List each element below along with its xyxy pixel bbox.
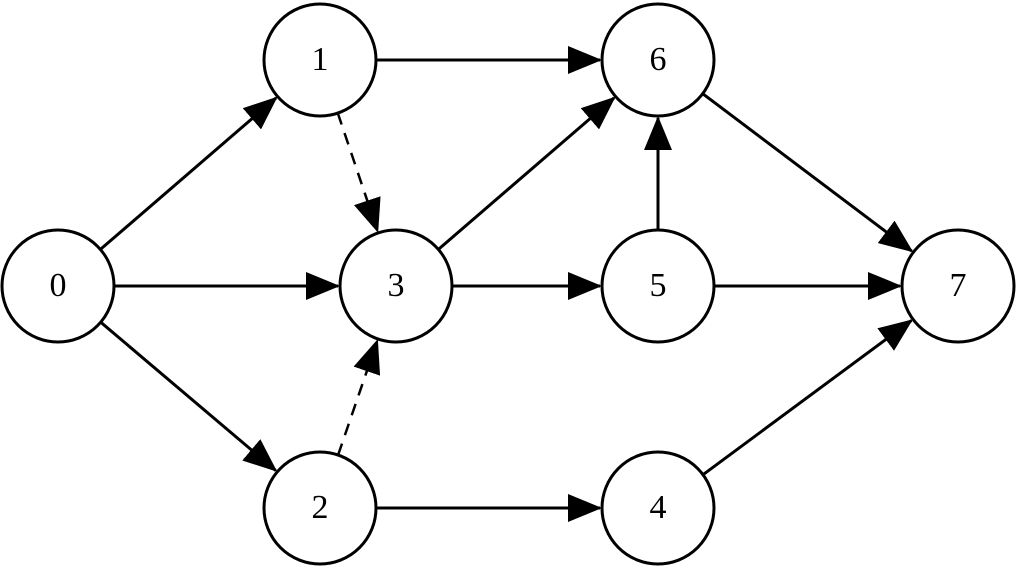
node-7: 7 [900, 228, 1016, 344]
node-circle-6 [600, 2, 716, 118]
node-circle-4 [600, 450, 716, 566]
node-4: 4 [600, 450, 716, 566]
node-label-7: 7 [950, 267, 967, 304]
node-3: 3 [338, 228, 454, 344]
edge-1-to-3 [336, 112, 381, 233]
node-1: 1 [262, 2, 378, 118]
node-circle-2 [262, 450, 378, 566]
node-label-3: 3 [388, 267, 405, 304]
node-label-4: 4 [650, 489, 667, 526]
edge-2-to-3 [336, 339, 381, 456]
node-6: 6 [600, 2, 716, 118]
node-0: 0 [0, 228, 116, 344]
node-label-0: 0 [50, 267, 67, 304]
node-circle-5 [600, 228, 716, 344]
edge-3-to-6 [437, 96, 616, 251]
node-label-1: 1 [312, 41, 329, 78]
node-label-6: 6 [650, 41, 667, 78]
node-circle-7 [900, 228, 1016, 344]
edge-4-to-7 [702, 319, 914, 476]
edge-6-to-7 [701, 92, 914, 253]
node-circle-3 [338, 228, 454, 344]
node-label-5: 5 [650, 267, 667, 304]
node-circle-0 [0, 228, 116, 344]
edge-0-to-2 [99, 321, 278, 472]
node-circle-1 [262, 2, 378, 118]
edges-layer [99, 46, 914, 522]
node-label-2: 2 [312, 489, 329, 526]
node-5: 5 [600, 228, 716, 344]
edge-0-to-1 [99, 96, 278, 251]
node-2: 2 [262, 450, 378, 566]
